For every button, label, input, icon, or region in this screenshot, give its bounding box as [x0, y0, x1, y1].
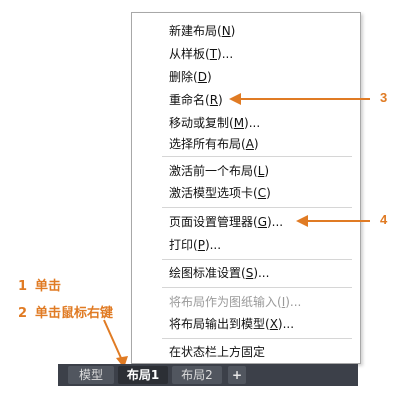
menu-item-new-layout[interactable]: 新建布局(N) — [169, 24, 236, 38]
menu-item-select-all-layouts[interactable]: 选择所有布局(A) — [169, 137, 259, 151]
menu-item-from-template[interactable]: 从样板(T)... — [169, 47, 234, 61]
menu-item-dock-above-status-bar[interactable]: 在状态栏上方固定 — [169, 345, 266, 359]
callout-number-4: 4 — [380, 212, 388, 227]
menu-separator — [162, 287, 352, 288]
callout-number-3: 3 — [380, 90, 388, 105]
menu-item-activate-model-tab[interactable]: 激活模型选项卡(C) — [169, 186, 271, 200]
menu-item-drawing-standards[interactable]: 绘图标准设置(S)... — [169, 266, 270, 280]
menu-item-plot[interactable]: 打印(P)... — [169, 238, 222, 252]
menu-item-activate-previous-layout[interactable]: 激活前一个布局(L) — [169, 164, 270, 178]
callout-arrow-4 — [296, 215, 308, 227]
layout-tab-bar: 模型 布局1 布局2 + — [58, 364, 358, 386]
callout-line-4 — [307, 220, 370, 222]
tab-layout1[interactable]: 布局1 — [118, 366, 168, 384]
callout-line-3 — [240, 98, 370, 100]
menu-item-move-or-copy[interactable]: 移动或复制(M)... — [169, 116, 261, 130]
menu-item-export-layout-to-model[interactable]: 将布局输出到模型(X)... — [169, 317, 295, 331]
add-layout-icon[interactable]: + — [228, 366, 246, 384]
context-menu: 新建布局(N) 从样板(T)... 删除(D) 重命名(R) 移动或复制(M).… — [131, 12, 361, 364]
menu-item-rename[interactable]: 重命名(R) — [169, 93, 223, 107]
menu-separator — [162, 156, 352, 157]
menu-separator — [162, 207, 352, 208]
menu-item-import-layout-as-sheet: 将布局作为图纸输入(I)... — [169, 295, 302, 309]
callout-arrow-3 — [229, 93, 241, 105]
tab-layout2[interactable]: 布局2 — [172, 366, 222, 384]
menu-separator — [162, 338, 352, 339]
menu-item-page-setup-manager[interactable]: 页面设置管理器(G)... — [169, 215, 284, 229]
menu-separator — [162, 259, 352, 260]
tab-model[interactable]: 模型 — [68, 366, 114, 384]
pointer-arrow — [103, 319, 128, 368]
menu-item-delete[interactable]: 删除(D) — [169, 70, 212, 84]
